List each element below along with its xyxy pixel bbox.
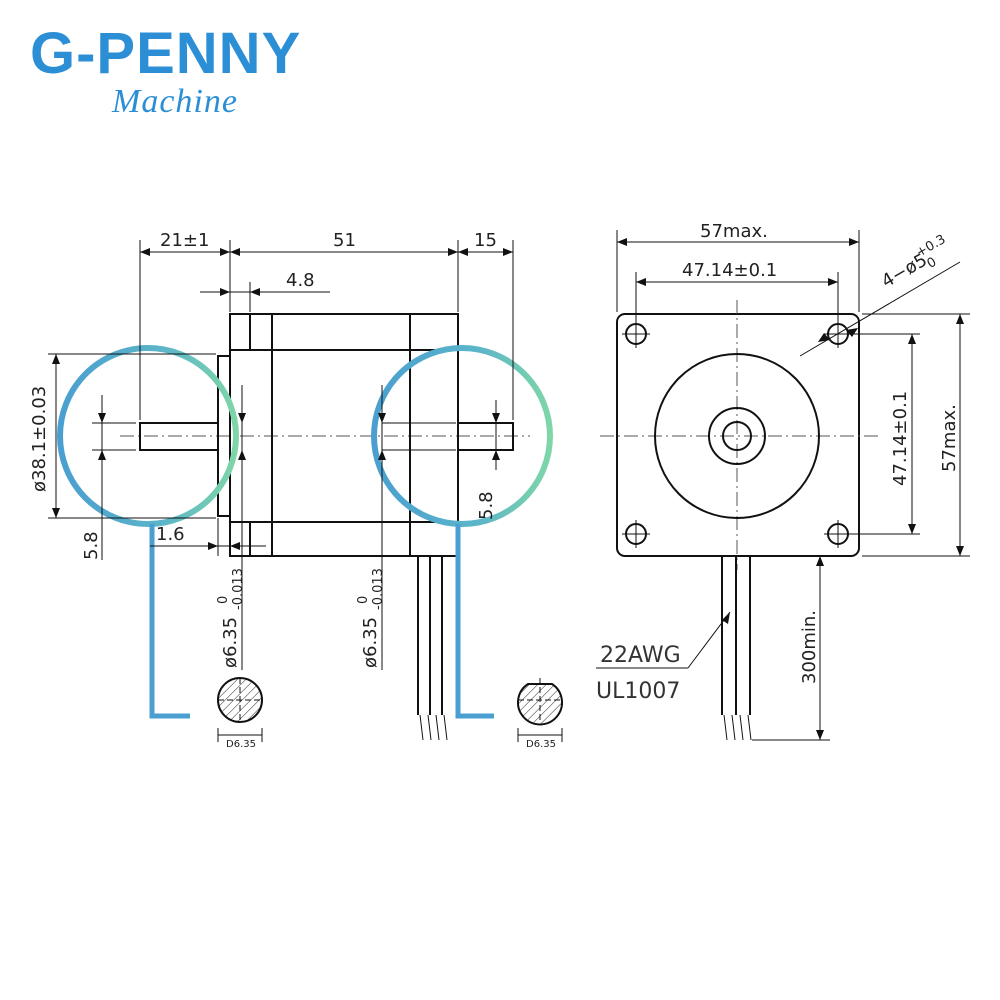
section-rear: D6.35 (517, 678, 563, 750)
dim-boss-diameter: ø38.1±0.03 (29, 386, 50, 492)
front-shaft (139, 422, 219, 451)
dim-width-max: 57max. (700, 221, 768, 242)
shaft-rear-diameter: ø6.35 (360, 617, 381, 668)
leader-front (149, 524, 190, 719)
wire-gauge: 22AWG (600, 643, 681, 668)
dim-boss-height: 1.6 (156, 524, 185, 545)
dim-shaft-rear: 15 (474, 230, 497, 251)
highlight-circle-rear (371, 345, 553, 527)
highlight-circle-front (57, 345, 239, 527)
brand-logo: G-PENNY Machine (30, 21, 301, 120)
section-front-label: D6.35 (226, 739, 256, 750)
front-view: 57max. 47.14±0.1 47.14±0.1 57max. 4−ø5 +… (596, 221, 970, 741)
front-bearing (708, 407, 766, 465)
shaft-front-diameter-label: ø6.35 0 -0.013 (216, 568, 246, 668)
dim-flat-right: 5.8 (476, 491, 497, 520)
shaft-rear-tol-upper: 0 (356, 596, 371, 604)
dim-flange-gap: 4.8 (286, 270, 315, 291)
dim-height-max: 57max. (939, 404, 960, 472)
side-view: 21±1 51 15 4.8 ø38.1±0.03 5.8 1.6 (29, 230, 563, 750)
shaft-front-tol-upper: 0 (216, 596, 231, 604)
shaft-front-diameter: ø6.35 (220, 617, 241, 668)
front-boss (654, 353, 820, 519)
section-rear-label: D6.35 (526, 739, 556, 750)
front-body (616, 313, 860, 557)
dim-lead-length: 300min. (799, 610, 820, 684)
hole-callout: 4−ø5 +0.3 0 (878, 232, 948, 292)
dim-hole-spacing-h: 47.14±0.1 (682, 260, 777, 281)
wire-standard: UL1007 (596, 679, 680, 704)
section-front: D6.35 (217, 677, 263, 750)
leader-rear (455, 524, 494, 719)
dim-body-length: 51 (333, 230, 356, 251)
shaft-rear-diameter-label: ø6.35 0 -0.013 (356, 568, 386, 668)
dim-flat-left: 5.8 (81, 531, 102, 560)
dim-shaft-front: 21±1 (160, 230, 209, 251)
shaft-front-tol-lower: -0.013 (231, 568, 246, 610)
dim-hole-spacing-v: 47.14±0.1 (890, 391, 911, 486)
brand-subtitle: Machine (111, 83, 238, 120)
front-shaft-end (722, 421, 752, 451)
shaft-rear-tol-lower: -0.013 (371, 568, 386, 610)
rear-shaft (457, 422, 514, 451)
brand-name: G-PENNY (30, 21, 301, 86)
